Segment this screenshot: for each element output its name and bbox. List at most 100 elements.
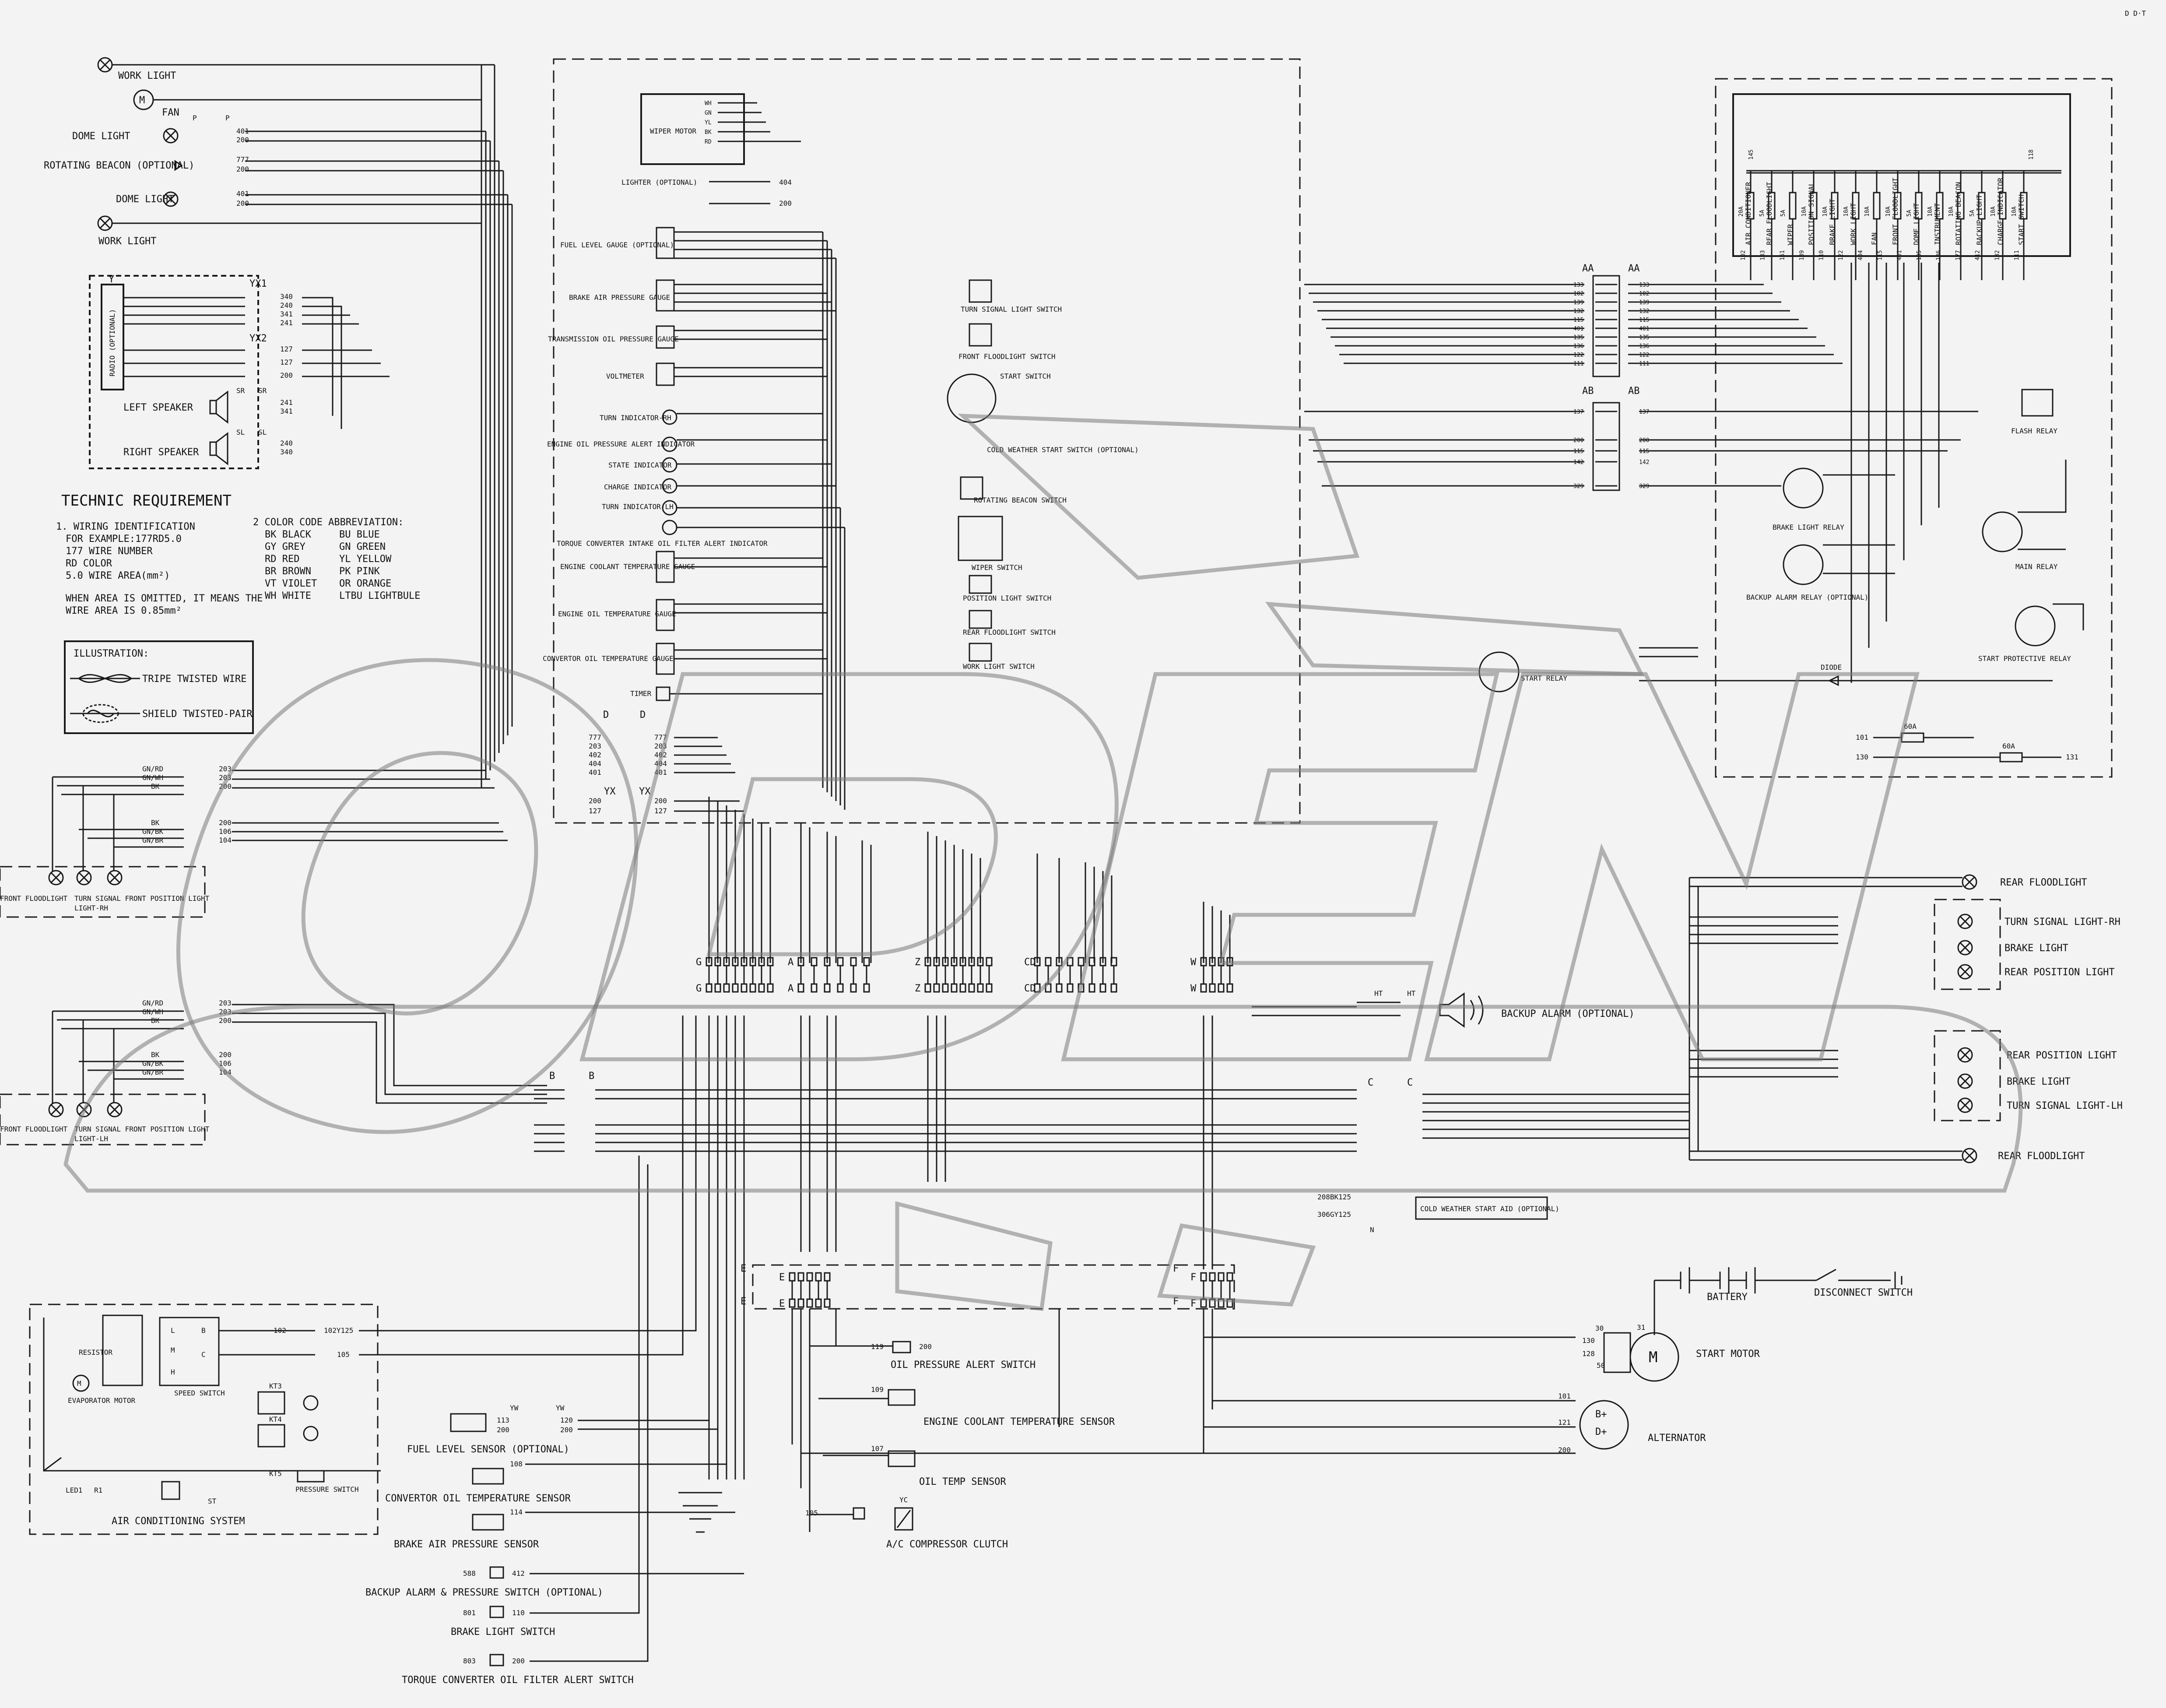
technic-requirement: TECHNIC REQUIREMENT 1. WIRING IDENTIFICA… [56,492,420,734]
backup-alarm-horn: BACKUP ALARM (OPTIONAL) HT HT [1374,989,1635,1028]
front-position-lh-icon [107,1102,123,1118]
svg-text:127: 127 [654,807,667,815]
svg-text:B: B [549,1071,555,1082]
svg-text:102Y125: 102Y125 [324,1326,353,1335]
disconnect-switch-icon: DISCONNECT SWITCH [1814,1269,1913,1298]
svg-text:RIGHT SPEAKER: RIGHT SPEAKER [123,447,199,458]
svg-text:DOME LIGHT: DOME LIGHT [72,131,130,142]
fuse-rating: 10A [1885,206,1892,217]
svg-text:101: 101 [1856,733,1868,742]
svg-text:F: F [1173,1296,1179,1307]
fuse-bus [1746,170,2061,174]
work-light-top: WORK LIGHT [97,57,176,81]
svg-text:200: 200 [560,1426,573,1434]
svg-text:YX2: YX2 [249,333,267,344]
svg-text:ENGINE OIL TEMPERATURE GAUGE: ENGINE OIL TEMPERATURE GAUGE [558,610,676,618]
svg-text:121: 121 [1558,1418,1571,1427]
svg-text:109: 109 [871,1385,884,1394]
svg-text:1. WIRING IDENTIFICATION: 1. WIRING IDENTIFICATION [56,521,195,532]
rear-floodlight-lh: REAR FLOODLIGHT [1962,1148,2085,1163]
svg-text:GN/BR: GN/BR [142,836,164,844]
svg-text:208BK125: 208BK125 [1317,1193,1351,1201]
svg-text:WORK LIGHT SWITCH: WORK LIGHT SWITCH [963,662,1035,671]
svg-text:106: 106 [219,1059,232,1068]
svg-text:HT: HT [1374,989,1383,998]
cold-start-aid: COLD WEATHER START AID (OPTIONAL) 208BK1… [1317,1193,1559,1234]
svg-text:LIGHT-LH: LIGHT-LH [74,1135,108,1143]
svg-text:C: C [1368,1077,1373,1088]
svg-text:RD: RD [705,139,712,145]
svg-text:AA: AA [1582,263,1594,274]
svg-text:N: N [1370,1226,1374,1234]
connector-letter: CD [1024,957,1036,968]
torque-converter-filter-switch: 803 200 TORQUE CONVERTER OIL FILTER ALER… [402,1654,634,1686]
svg-text:START SWITCH: START SWITCH [1000,372,1051,380]
svg-text:LTBU LIGHTBULE: LTBU LIGHTBULE [339,590,420,601]
svg-text:ENGINE OIL PRESSURE ALERT INDI: ENGINE OIL PRESSURE ALERT INDICATOR [547,440,695,448]
svg-text:107: 107 [871,1444,884,1453]
svg-text:SPEED SWITCH: SPEED SWITCH [174,1389,225,1397]
radio-block: RADIO (OPTIONAL) Y YX1 YX2 340 240 341 2… [89,274,390,469]
start-motor-icon: M START MOTOR 30 130 128 50 31 [1582,1323,1760,1382]
coolant-sensor: ENGINE COOLANT TEMPERATURE SENSOR 109 [871,1385,1115,1427]
svg-text:TURN SIGNAL LIGHT-LH: TURN SIGNAL LIGHT-LH [2007,1100,2123,1111]
fuse-rating: 10A [1822,206,1829,217]
svg-text:240: 240 [280,439,293,447]
fuse-rating: 10A [1990,206,1997,217]
svg-text:777: 777 [589,733,601,742]
svg-text:240: 240 [280,301,293,309]
fuse-wire-number: 412 [1975,250,1981,260]
connector-letter: A [788,957,793,968]
svg-text:401: 401 [236,127,249,135]
front-floodlight-lh-icon [48,1102,64,1118]
fuse-rating: 10A [1948,206,1955,217]
svg-text:BK BLACK: BK BLACK [265,529,312,540]
svg-text:114: 114 [510,1508,523,1516]
svg-text:WIRE AREA IS 0.85mm²: WIRE AREA IS 0.85mm² [66,605,182,616]
svg-text:REAR POSITION LIGHT: REAR POSITION LIGHT [2005,967,2115,978]
svg-text:DOME LIGHT: DOME LIGHT [116,194,174,205]
svg-text:WH: WH [705,100,712,107]
fuse-wire-number: 139 [1799,250,1805,260]
svg-text:REAR FLOODLIGHT: REAR FLOODLIGHT [1998,1151,2085,1162]
svg-text:TURN SIGNAL FRONT POSITION LI: TURN SIGNAL FRONT POSITION LIGHT [74,1125,210,1133]
fuse-top-number: 145 [1748,150,1755,160]
svg-text:STATE INDICATOR: STATE INDICATOR [608,461,672,469]
svg-text:FRONT FLOODLIGHT: FRONT FLOODLIGHT [0,894,67,903]
svg-text:GN/BK: GN/BK [142,1059,164,1068]
svg-text:203: 203 [219,765,232,773]
svg-text:241: 241 [280,398,293,407]
svg-text:127: 127 [280,345,293,353]
work-light-bottom: WORK LIGHT [97,215,156,247]
svg-text:BRAKE LIGHT: BRAKE LIGHT [2005,943,2068,954]
turn-signal-rh-icon [76,870,92,886]
svg-text:200: 200 [919,1343,932,1351]
svg-text:130: 130 [1856,753,1868,761]
connector-letter: G [696,983,702,994]
fuse-rating: 5A [1906,210,1913,217]
svg-text:PK PINK: PK PINK [339,566,380,577]
svg-text:200: 200 [589,797,601,805]
svg-text:FOR EXAMPLE:177RD5.0: FOR EXAMPLE:177RD5.0 [66,534,182,545]
svg-text:127: 127 [589,807,601,815]
svg-text:CHARGE INDICATOR: CHARGE INDICATOR [604,483,671,491]
svg-text:GN/RD: GN/RD [142,999,163,1007]
svg-text:WIPER SWITCH: WIPER SWITCH [972,563,1022,572]
svg-text:VOLTMETER: VOLTMETER [606,372,644,380]
svg-text:BRAKE AIR PRESSURE GAUGE: BRAKE AIR PRESSURE GAUGE [569,293,670,302]
svg-text:131: 131 [2066,753,2078,761]
svg-text:BK: BK [705,129,712,136]
svg-text:FLASH RELAY: FLASH RELAY [2011,427,2057,435]
svg-text:WORK LIGHT: WORK LIGHT [118,70,176,81]
dome-light-2: DOME LIGHT 401 200 [116,190,249,207]
svg-text:FAN: FAN [162,107,179,118]
svg-text:LIGHTER (OPTIONAL): LIGHTER (OPTIONAL) [621,178,697,186]
middle-bus: B B C C [534,797,1689,1480]
svg-text:777: 777 [236,155,249,164]
svg-text:60A: 60A [2002,742,2015,750]
fuse-rating: 10A [1843,206,1850,217]
brake-light-relay: BRAKE LIGHT RELAY [1773,467,1844,531]
svg-text:L: L [171,1326,175,1335]
front-lights-rh: GN/RD GN/WH BK 203 203 200 BK GN/BK GN/B… [0,765,508,918]
